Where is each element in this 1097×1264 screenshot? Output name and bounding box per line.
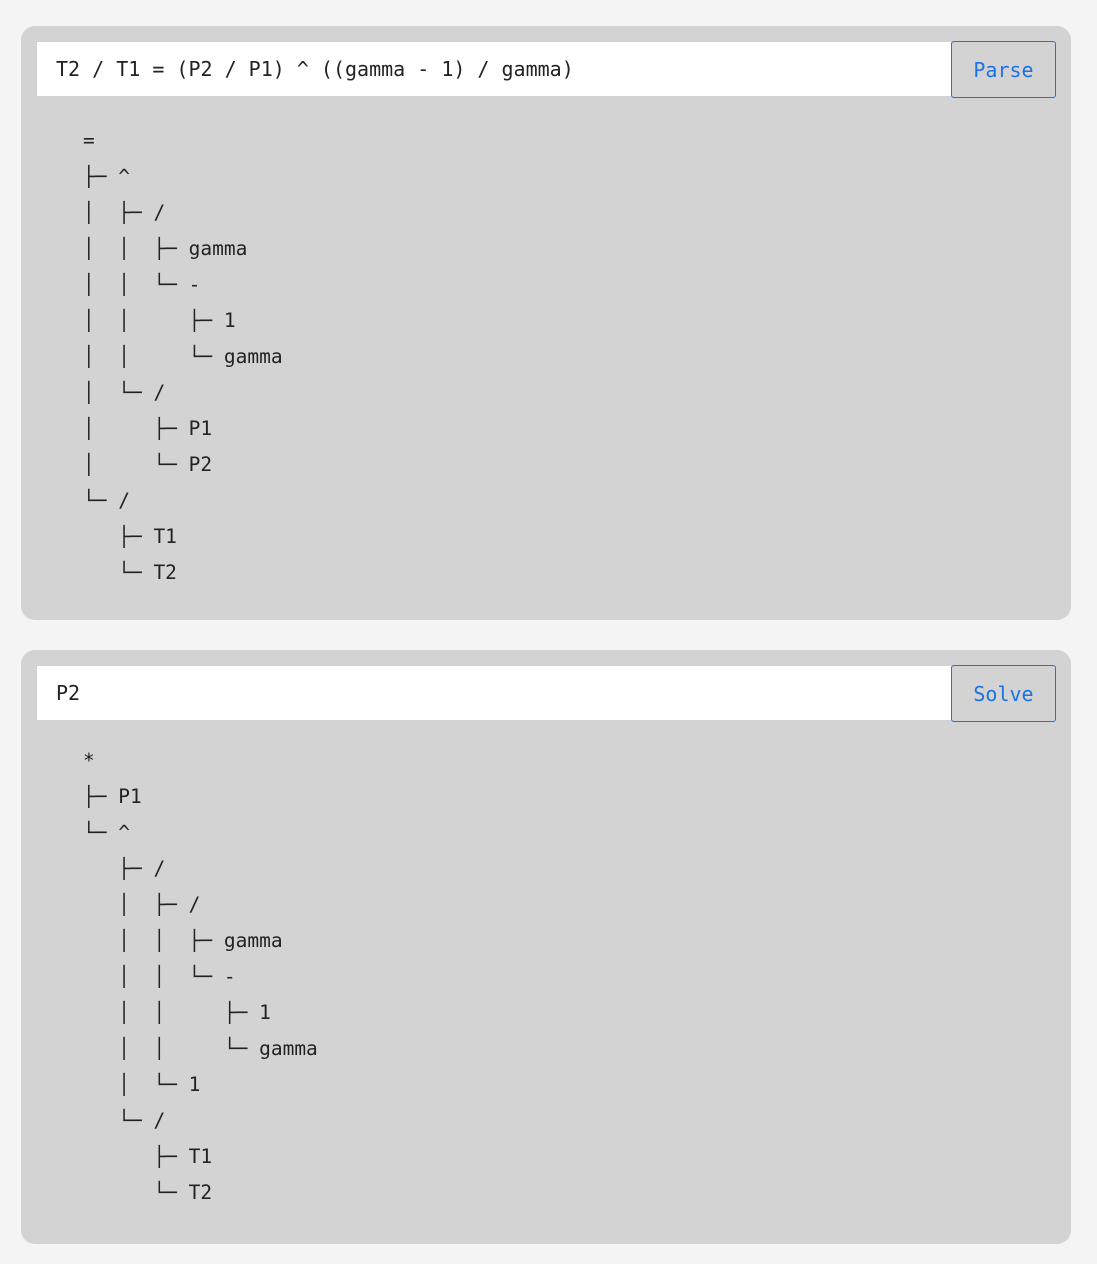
solve-panel: Solve * ├─ P1 └─ ^ ├─ / │ ├─ / │ │ ├─ gamm…: [21, 650, 1071, 1244]
tree-line: │ │ ├─ 1: [83, 1001, 271, 1024]
tree-line: └─ T2: [83, 1181, 213, 1204]
tree-line: ├─ /: [83, 857, 166, 880]
tree-line: └─ /: [83, 1109, 166, 1132]
parse-panel: Parse = ├─ ^ │ ├─ / │ │ ├─ gamma │ │ └─ - │ │…: [21, 26, 1071, 620]
tree-line: │ ├─ /: [83, 893, 201, 916]
parse-button[interactable]: Parse: [951, 41, 1056, 98]
tree-line: └─ T2: [83, 561, 177, 584]
tree-line: =: [83, 129, 95, 152]
tree-line: └─ ^: [83, 821, 130, 844]
equation-input[interactable]: [37, 42, 951, 96]
tree-line: │ └─ /: [83, 381, 166, 404]
tree-line: ├─ T1: [83, 525, 177, 548]
tree-line: ├─ P1: [83, 785, 142, 808]
tree-line: │ ├─ P1: [83, 417, 213, 440]
tree-line: │ │ └─ gamma: [83, 345, 283, 368]
tree-line: │ │ └─ gamma: [83, 1037, 318, 1060]
tree-line: └─ /: [83, 489, 130, 512]
solve-tree-output: * ├─ P1 └─ ^ ├─ / │ ├─ / │ │ ├─ gamma │ │ …: [83, 743, 318, 1211]
tree-line: │ │ ├─ 1: [83, 309, 236, 332]
tree-line: │ └─ P2: [83, 453, 213, 476]
solve-variable-input[interactable]: [37, 666, 951, 720]
tree-line: ├─ ^: [83, 165, 130, 188]
solve-button[interactable]: Solve: [951, 665, 1056, 722]
tree-line: │ │ └─ -: [83, 965, 236, 988]
tree-line: │ │ ├─ gamma: [83, 929, 283, 952]
parse-input-row: Parse: [37, 41, 1056, 98]
tree-line: │ │ └─ -: [83, 273, 201, 296]
tree-line: ├─ T1: [83, 1145, 213, 1168]
tree-line: │ │ ├─ gamma: [83, 237, 248, 260]
solve-input-row: Solve: [37, 665, 1056, 722]
parse-tree-output: = ├─ ^ │ ├─ / │ │ ├─ gamma │ │ └─ - │ │ ├─ 1 │…: [83, 123, 283, 591]
tree-line: │ ├─ /: [83, 201, 166, 224]
tree-line: │ └─ 1: [83, 1073, 201, 1096]
tree-line: *: [83, 749, 95, 772]
